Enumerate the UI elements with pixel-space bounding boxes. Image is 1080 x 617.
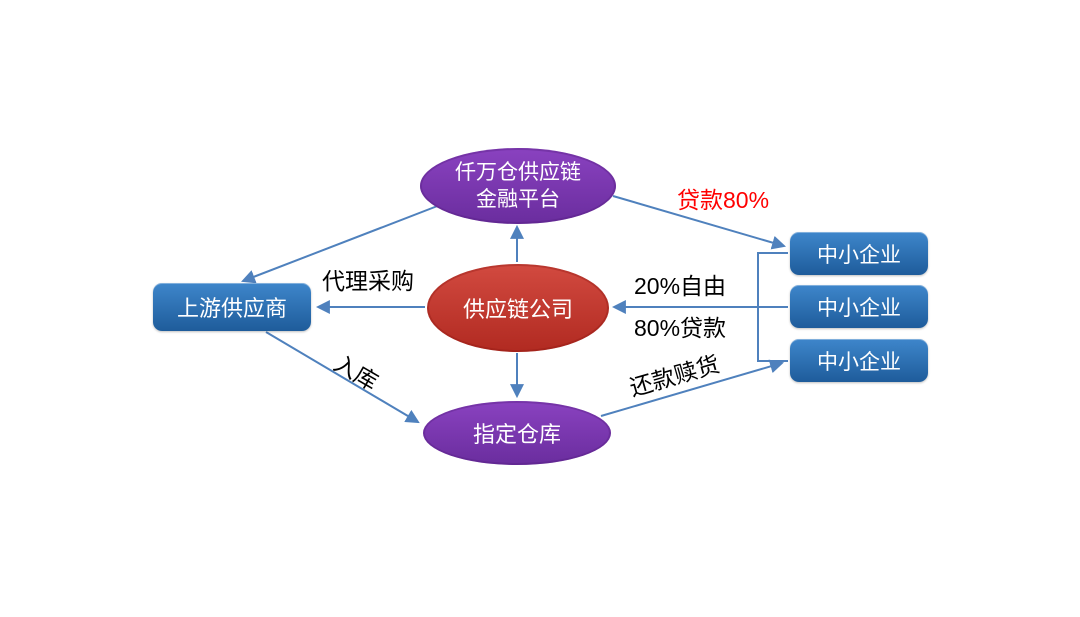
sme-1-label: 中小企业 bbox=[817, 243, 901, 267]
label-80-percent-loan: 80%贷款 bbox=[634, 315, 727, 341]
node-sme-2: 中小企业 bbox=[790, 285, 928, 328]
label-proxy-purchase: 代理采购 bbox=[322, 268, 414, 294]
edge-platform-to-supplier bbox=[241, 204, 441, 284]
upstream-supplier-label: 上游供应商 bbox=[176, 296, 287, 321]
node-designated-warehouse: 指定仓库 bbox=[423, 401, 611, 465]
supply-chain-company-label: 供应链公司 bbox=[462, 297, 573, 322]
designated-warehouse-label: 指定仓库 bbox=[472, 422, 561, 447]
finance-platform-label-line2: 金融平台 bbox=[476, 188, 560, 211]
edge-supplier-to-warehouse bbox=[265, 331, 420, 424]
label-loan-80-percent: 贷款80% bbox=[677, 187, 770, 213]
sme-2-label: 中小企业 bbox=[817, 296, 901, 320]
node-sme-1: 中小企业 bbox=[790, 232, 928, 275]
finance-platform-label-line1: 仟万仓供应链 bbox=[455, 161, 581, 184]
node-sme-3: 中小企业 bbox=[790, 339, 928, 382]
sme-group-connector bbox=[757, 252, 788, 362]
edge-warehouse-to-sme bbox=[600, 359, 785, 417]
sme-3-label: 中小企业 bbox=[817, 350, 901, 374]
label-20-percent-free: 20%自由 bbox=[634, 273, 727, 299]
node-upstream-supplier: 上游供应商 bbox=[153, 283, 311, 331]
edge-platform-to-sme bbox=[612, 195, 787, 250]
node-finance-platform: 仟万仓供应链 金融平台 bbox=[420, 148, 616, 224]
node-supply-chain-company: 供应链公司 bbox=[427, 264, 609, 352]
